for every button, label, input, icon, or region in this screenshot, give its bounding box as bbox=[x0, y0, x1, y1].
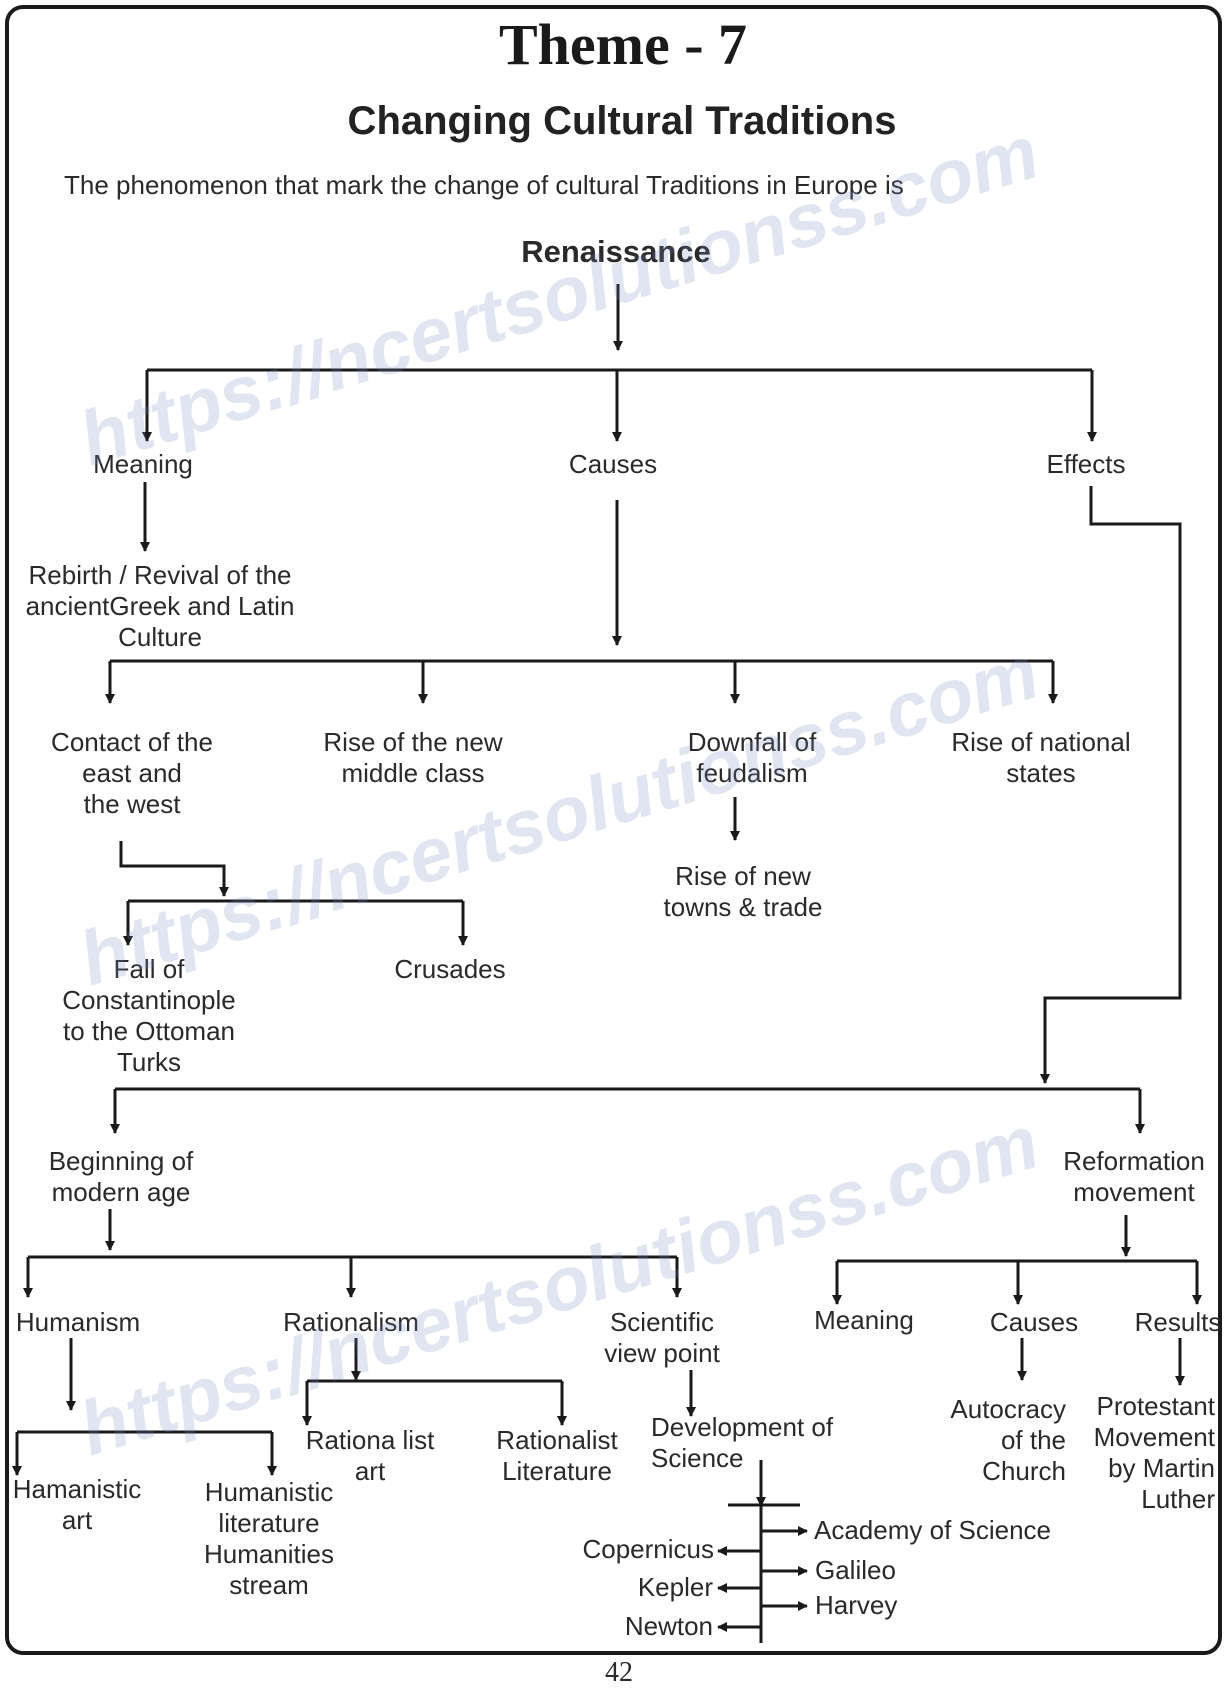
node-meaning: Meaning bbox=[93, 449, 193, 479]
node-rationalist-art: Rationa list art bbox=[305, 1425, 435, 1486]
node-meaning-definition: Rebirth / Revival of the ancientGreek an… bbox=[25, 560, 295, 652]
node-crusades: Crusades bbox=[394, 954, 506, 984]
node-towns-trade: Rise of new towns & trade bbox=[663, 861, 823, 922]
node-reformation-meaning: Meaning bbox=[814, 1305, 914, 1335]
node-copernicus: Copernicus bbox=[582, 1534, 714, 1564]
page-number: 42 bbox=[605, 1657, 633, 1688]
intro-text: The phenomenon that mark the change of c… bbox=[64, 170, 904, 200]
node-causes: Causes bbox=[568, 449, 658, 479]
page-frame bbox=[5, 5, 1222, 1655]
node-humanistic-art: Hamanistic art bbox=[12, 1474, 142, 1535]
node-galileo: Galileo bbox=[815, 1555, 896, 1585]
node-fall-constantinople: Fall of Constantinople to the Ottoman Tu… bbox=[62, 954, 236, 1077]
node-national-states: Rise of national states bbox=[951, 727, 1131, 788]
node-newton: Newton bbox=[624, 1611, 713, 1641]
node-kepler: Kepler bbox=[637, 1572, 713, 1602]
node-renaissance: Renaissance bbox=[521, 234, 711, 269]
node-reformation-results: Results bbox=[1134, 1307, 1222, 1337]
node-protestant-movement: Protestant Movement by Martin Luther bbox=[1093, 1391, 1215, 1514]
node-rationalism: Rationalism bbox=[283, 1307, 419, 1337]
node-beginning-modern-age: Beginning of modern age bbox=[48, 1146, 194, 1207]
node-autocracy-church: Autocracy of the Church bbox=[950, 1394, 1066, 1486]
node-effects: Effects bbox=[1046, 449, 1126, 479]
node-academy-science: Academy of Science bbox=[814, 1515, 1052, 1545]
page-subtitle: Changing Cultural Traditions bbox=[347, 99, 897, 143]
node-contact-east-west: Contact of the east and the west bbox=[51, 727, 213, 819]
node-harvey: Harvey bbox=[815, 1590, 898, 1620]
node-rationalist-literature: Rationalist Literature bbox=[496, 1425, 618, 1486]
node-development-science: Development of Science bbox=[651, 1412, 834, 1473]
node-scientific-view: Scientific view point bbox=[604, 1307, 720, 1368]
node-middle-class: Rise of the new middle class bbox=[323, 727, 503, 788]
theme-title: Theme - 7 bbox=[498, 12, 748, 77]
node-downfall-feudalism: Downfall of feudalism bbox=[687, 727, 817, 788]
node-humanistic-literature: Humanistic literature Humanities stream bbox=[203, 1477, 335, 1600]
node-reformation-causes: Causes bbox=[989, 1307, 1079, 1337]
node-humanism: Humanism bbox=[15, 1307, 141, 1337]
node-reformation: Reformation movement bbox=[1063, 1146, 1205, 1207]
